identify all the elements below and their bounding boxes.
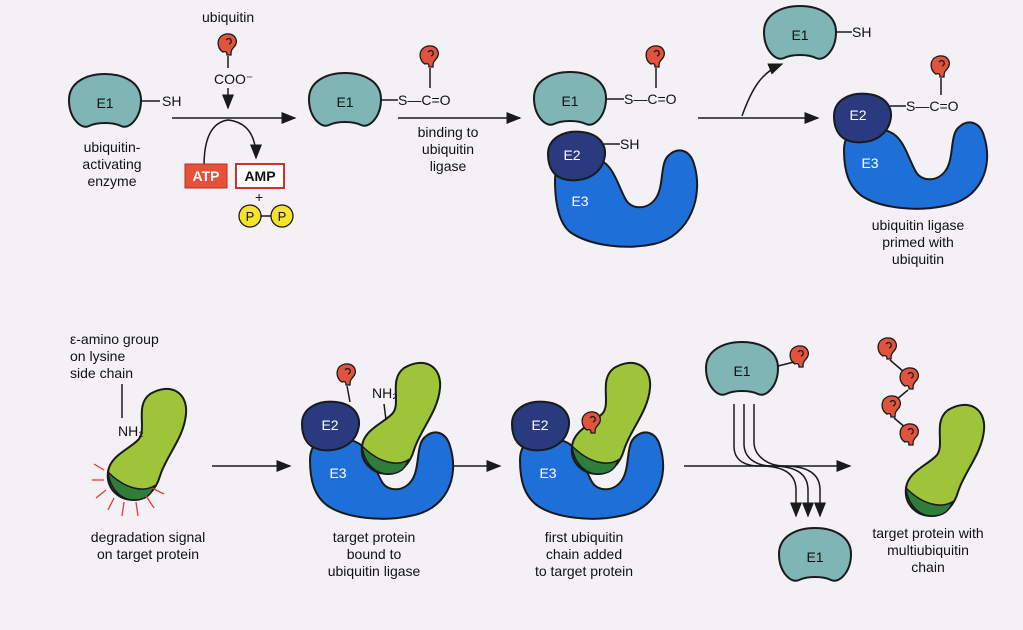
svg-text:chain added: chain added: [546, 546, 622, 562]
e1-repeat-bottom: E1: [778, 527, 852, 582]
svg-text:E1: E1: [806, 549, 823, 565]
svg-text:binding to: binding to: [418, 124, 479, 140]
svg-text:on lysine: on lysine: [70, 348, 125, 364]
svg-text:E1: E1: [561, 93, 578, 109]
nh2-label-2: NH₂: [372, 385, 398, 401]
first-chain-caption: first ubiquitin chain added to target pr…: [535, 529, 633, 579]
svg-text:E1: E1: [336, 94, 353, 110]
e1-release-arrow: [741, 63, 784, 117]
svg-text:ubiquitin: ubiquitin: [892, 251, 944, 267]
sh-label-2: SH: [620, 136, 639, 152]
e3-ligase-primed: E3: [842, 121, 989, 210]
svg-text:E3: E3: [329, 465, 346, 481]
svg-text:E1: E1: [96, 95, 113, 111]
svg-text:ubiquitin ligase: ubiquitin ligase: [328, 563, 421, 579]
sh-label: SH: [162, 93, 181, 109]
bound-caption: target protein bound to ubiquitin ligase: [328, 529, 421, 579]
primed-caption: ubiquitin ligase primed with ubiquitin: [872, 217, 965, 267]
svg-text:AMP: AMP: [244, 168, 275, 184]
thioester-label-2: S—C=O: [624, 91, 677, 107]
degradation-caption: degradation signal on target protein: [91, 529, 205, 562]
ubiquitin-icon-5: [336, 363, 357, 386]
sh-label-3: SH: [852, 24, 871, 40]
e2-bound: E2: [300, 400, 360, 452]
epsilon-caption: ε-amino group on lysine side chain: [70, 331, 159, 381]
svg-text:bound to: bound to: [347, 546, 402, 562]
svg-text:enzyme: enzyme: [87, 173, 136, 189]
svg-text:E3: E3: [539, 465, 556, 481]
svg-text:target protein: target protein: [333, 529, 416, 545]
target-protein-multi: [904, 403, 986, 517]
svg-text:on target protein: on target protein: [97, 546, 199, 562]
svg-text:ε-amino group: ε-amino group: [70, 331, 159, 347]
cycle-arrows: [733, 404, 826, 518]
activating-caption: ubiquitin- activating enzyme: [82, 139, 141, 189]
svg-text:ubiquitin ligase: ubiquitin ligase: [872, 217, 965, 233]
phosphate-pair: P P: [238, 204, 294, 228]
thioester-label-3: S—C=O: [906, 98, 959, 114]
svg-text:primed with: primed with: [882, 234, 954, 250]
svg-text:ubiquitin-: ubiquitin-: [84, 139, 141, 155]
svg-text:chain: chain: [911, 559, 944, 575]
e1-released: E1: [763, 5, 837, 60]
e1-enzyme-free: E1: [68, 73, 142, 128]
ubiquitin-icon-2: [419, 45, 440, 68]
e1-on-complex: E1: [533, 71, 607, 126]
svg-text:multiubiquitin: multiubiquitin: [887, 542, 969, 558]
svg-text:E1: E1: [733, 363, 750, 379]
svg-text:E3: E3: [861, 155, 878, 171]
amp-box: AMP: [235, 163, 285, 189]
multi-caption: target protein with multiubiquitin chain: [872, 525, 983, 575]
coo-label: COO⁻: [214, 71, 253, 87]
ubiquitin-icon-4: [930, 55, 951, 78]
svg-text:P: P: [278, 209, 287, 224]
svg-text:activating: activating: [82, 156, 141, 172]
svg-text:degradation signal: degradation signal: [91, 529, 205, 545]
svg-text:ligase: ligase: [430, 158, 467, 174]
ubiquitin-icon-7: [789, 345, 810, 368]
atp-arc: [203, 119, 262, 167]
svg-text:ATP: ATP: [193, 168, 220, 184]
nh2-label: NH₂: [118, 423, 144, 439]
svg-text:E2: E2: [531, 417, 548, 433]
target-protein-free: [106, 387, 188, 501]
svg-text:E2: E2: [563, 147, 580, 163]
svg-text:P: P: [246, 209, 255, 224]
ubiquitin-icon: [217, 33, 238, 56]
thioester-label-1: S—C=O: [398, 92, 451, 108]
ubiquitin-label: ubiquitin: [202, 9, 254, 25]
svg-text:E2: E2: [849, 107, 866, 123]
svg-text:first ubiquitin: first ubiquitin: [545, 529, 624, 545]
svg-text:E1: E1: [791, 27, 808, 43]
e1-ubiquitin-complex: E1: [308, 72, 382, 127]
svg-text:target protein with: target protein with: [872, 525, 983, 541]
svg-text:E3: E3: [571, 193, 588, 209]
svg-text:E2: E2: [321, 417, 338, 433]
e2-top: E2: [546, 130, 606, 182]
ubiquitin-icon-3: [645, 45, 666, 68]
plus-label: +: [255, 189, 263, 205]
svg-text:side chain: side chain: [70, 365, 133, 381]
svg-text:to target protein: to target protein: [535, 563, 633, 579]
svg-text:ubiquitin: ubiquitin: [422, 141, 474, 157]
binding-caption: binding to ubiquitin ligase: [418, 124, 479, 174]
multiubiquitin-chain: [877, 337, 920, 446]
degradation-signal-rays: [92, 463, 165, 517]
atp-box: ATP: [184, 163, 228, 189]
e2-primed: E2: [832, 92, 892, 144]
e1-repeat-top: E1: [705, 341, 779, 396]
e2-first: E2: [510, 400, 570, 452]
